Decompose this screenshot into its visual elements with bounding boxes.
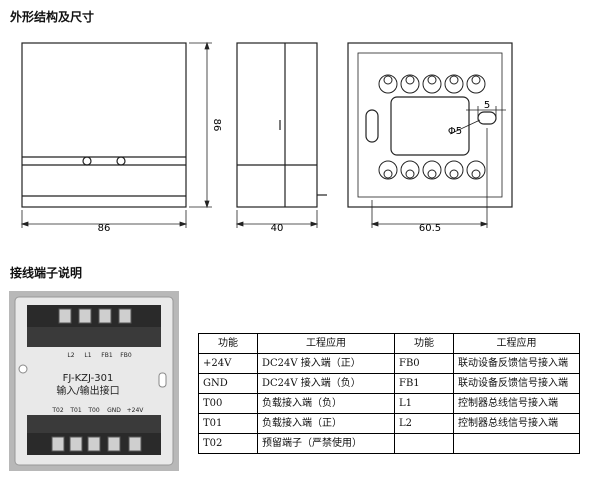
section-title-structure: 外形结构及尺寸 [10, 10, 95, 24]
header-function-2: 功能 [394, 333, 454, 354]
bottom-terminal-label-t01: T01 [69, 407, 81, 414]
table-cell: 联动设备反馈信号接入端 [453, 353, 580, 374]
bottom-screws [51, 436, 142, 452]
device-subtitle: 输入/输出接口 [56, 384, 119, 397]
table-row: +24V DC24V 接入端（正） FB0 联动设备反馈信号接入端 [198, 353, 580, 374]
side-view [236, 42, 327, 208]
top-terminal-label-l2: L2 [67, 352, 74, 359]
table-cell: FB0 [394, 353, 454, 374]
top-terminal-label-l1: L1 [84, 352, 91, 359]
table-cell: T02 [198, 433, 258, 454]
table-cell: 预留端子（严禁使用） [257, 433, 395, 454]
top-terminal-label-fb0: FB0 [120, 352, 132, 359]
bottom-terminal-label-t02: T02 [51, 407, 63, 414]
table-cell [394, 433, 454, 454]
table-cell: 负载接入端（正） [257, 413, 395, 434]
section-title-terminals: 接线端子说明 [10, 266, 83, 280]
bottom-terminal-label-gnd: GND [107, 407, 121, 414]
table-row: T02 预留端子（严禁使用） [198, 433, 580, 454]
front-view [21, 42, 187, 208]
table-cell: T00 [198, 393, 258, 414]
terminal-photo: L2 L1 FB1 FB0 FJ-KZJ-301 输入/输出接口 T02 T01… [9, 291, 179, 471]
bottom-terminal-label-24v: +24V [127, 407, 145, 414]
bottom-terminal-label-t00: T00 [87, 407, 99, 414]
slot-width-label: 5 [484, 100, 490, 111]
back-view [347, 42, 513, 208]
top-terminal-label-fb1: FB1 [101, 352, 113, 359]
side-depth-label: 40 [271, 223, 284, 234]
header-application-2: 工程应用 [453, 333, 580, 354]
table-row: T00 负载接入端（负） L1 控制器总线信号接入端 [198, 393, 580, 414]
front-height-label: 86 [211, 119, 222, 132]
table-cell: T01 [198, 413, 258, 434]
table-row: GND DC24V 接入端（负） FB1 联动设备反馈信号接入端 [198, 373, 580, 394]
device-model: FJ-KZJ-301 [63, 373, 114, 384]
back-view-circles-top [378, 74, 486, 94]
front-width-label: 86 [98, 223, 111, 234]
table-cell: 控制器总线信号接入端 [453, 413, 580, 434]
dimension-drawings: 86 86 40 [20, 41, 513, 234]
table-cell: +24V [198, 353, 258, 374]
table-cell [453, 433, 580, 454]
table-header-row: 功能 工程应用 功能 工程应用 [198, 333, 580, 354]
back-width-label: 60.5 [419, 223, 441, 234]
back-view-circles-bottom [378, 160, 486, 180]
table-cell: L1 [394, 393, 454, 414]
table-cell: GND [198, 373, 258, 394]
table-cell: DC24V 接入端（正） [257, 353, 395, 374]
table-cell: 负载接入端（负） [257, 393, 395, 414]
table-cell: FB1 [394, 373, 454, 394]
table-cell: DC24V 接入端（负） [257, 373, 395, 394]
table-cell: 联动设备反馈信号接入端 [453, 373, 580, 394]
header-application-1: 工程应用 [257, 333, 395, 354]
hole-diameter-label: Φ5 [448, 126, 462, 137]
table-cell: L2 [394, 413, 454, 434]
terminal-spec-table: 功能 工程应用 功能 工程应用 +24V DC24V 接入端（正） FB0 联动… [198, 333, 580, 454]
header-function-1: 功能 [198, 333, 258, 354]
table-row: T01 负载接入端（正） L2 控制器总线信号接入端 [198, 413, 580, 434]
table-cell: 控制器总线信号接入端 [453, 393, 580, 414]
top-screws [58, 308, 132, 324]
